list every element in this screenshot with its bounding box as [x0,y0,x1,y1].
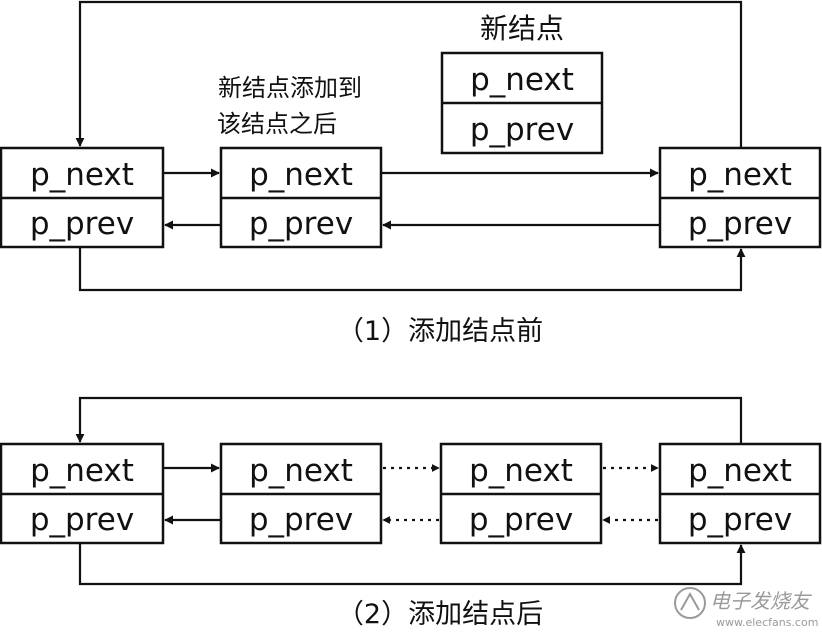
caption-before: （1）添加结点前 [337,316,543,347]
node-new-after-prev-field: p_prev [469,502,573,538]
diagram-before: 新结点 p_next p_prev 新结点添加到 该结点之后 p_next p_… [0,0,822,347]
node-tail-after-next-field: p_next [688,453,792,489]
node-head: p_next p_prev [0,146,165,249]
new-node-prev-field: p_prev [470,112,574,148]
node-target-prev-field: p_prev [249,206,353,242]
node-tail-prev-field: p_prev [688,206,792,242]
node-head-after-next-field: p_next [30,453,134,489]
node-head-after: p_next p_prev [0,442,165,545]
node-head-next-field: p_next [30,157,134,193]
watermark-url: www.elecfans.com [716,616,818,629]
watermark: 电子发烧友 www.elecfans.com [674,587,818,629]
node-target-after: p_next p_prev [219,442,383,545]
watermark-text: 电子发烧友 [710,589,813,613]
insert-note-line1: 新结点添加到 [218,74,362,102]
node-new-after: p_next p_prev [439,442,603,545]
new-node: p_next p_prev [440,51,604,155]
node-tail-next-field: p_next [688,157,792,193]
caption-after: （2）添加结点后 [337,599,543,630]
link-prev-head-to-tail [78,247,746,292]
node-tail-after-prev-field: p_prev [688,502,792,538]
node-tail-after: p_next p_prev [658,442,822,545]
link-next-tail-to-head [75,0,743,148]
link2-prev-head-to-tail [78,543,746,586]
insert-note-line2: 该结点之后 [217,110,337,138]
diagram-after: p_next p_prev p_next p_prev p_next p_pre… [0,396,822,630]
node-head-after-prev-field: p_prev [30,502,134,538]
node-tail: p_next p_prev [658,146,822,249]
node-target: p_next p_prev [219,146,383,249]
link2-next-tail-to-head [75,396,743,444]
node-target-after-prev-field: p_prev [249,502,353,538]
new-node-next-field: p_next [470,62,574,98]
new-node-title: 新结点 [480,12,564,45]
node-target-next-field: p_next [249,157,353,193]
node-target-after-next-field: p_next [249,453,353,489]
node-new-after-next-field: p_next [469,453,573,489]
node-head-prev-field: p_prev [30,206,134,242]
watermark-logo-icon [674,587,706,619]
